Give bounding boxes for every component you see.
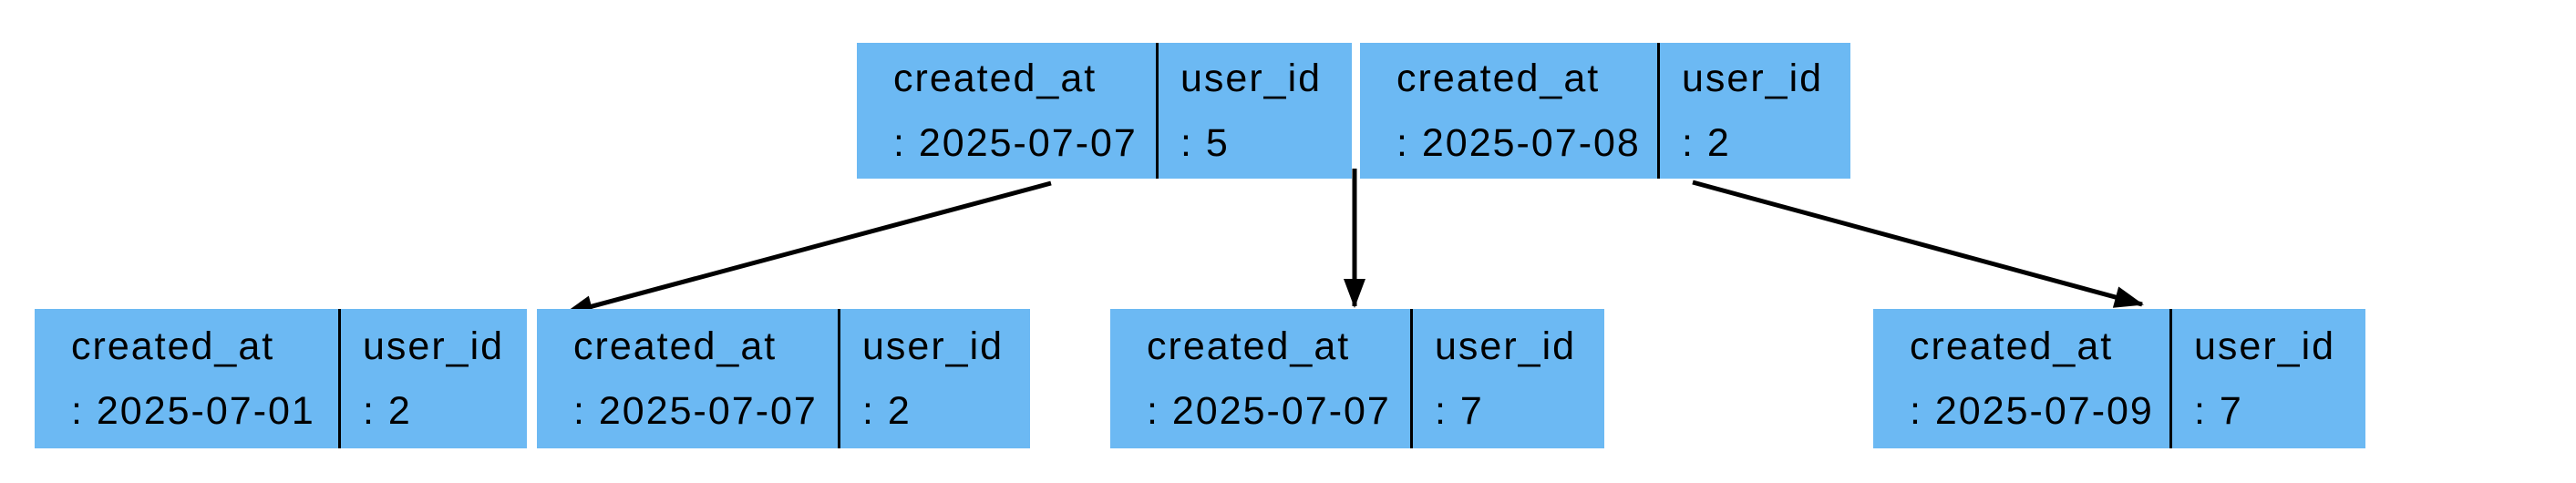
cell-divider	[2169, 309, 2172, 448]
edge-arrow-root-to-leaf-2	[563, 180, 1052, 317]
cell-created-at: created_at : 2025-07-07	[537, 309, 838, 448]
cell-created-at: created_at : 2025-07-01	[35, 309, 338, 448]
cell-user-id: user_id : 7	[1413, 309, 1604, 448]
edge-arrow-root-to-leaf-4	[1692, 180, 2144, 308]
cell-user-id: user_id : 2	[840, 309, 1030, 448]
cell-user-id: user_id : 2	[1660, 43, 1850, 179]
field-name: user_id	[1682, 56, 1824, 100]
btree-node-leaf-1: created_at : 2025-07-01 user_id : 2	[35, 309, 527, 448]
field-value: : 2025-07-07	[893, 120, 1138, 165]
btree-node-leaf-4: created_at : 2025-07-09 user_id : 7	[1873, 309, 2365, 448]
cell-created-at: created_at : 2025-07-09	[1873, 309, 2169, 448]
field-value: : 2025-07-09	[1910, 388, 2154, 433]
field-value: : 2	[862, 388, 912, 433]
field-name: created_at	[573, 324, 778, 368]
cell-divider	[838, 309, 840, 448]
cell-divider	[338, 309, 341, 448]
cell-user-id: user_id : 5	[1159, 43, 1352, 179]
field-value: : 2025-07-07	[1147, 388, 1391, 433]
cell-created-at: created_at : 2025-07-07	[857, 43, 1156, 179]
field-name: user_id	[363, 324, 505, 368]
btree-node-leaf-3: created_at : 2025-07-07 user_id : 7	[1110, 309, 1604, 448]
field-value: : 7	[1435, 388, 1484, 433]
btree-node-root-left-key: created_at : 2025-07-07 user_id : 5	[857, 43, 1352, 179]
field-name: created_at	[1396, 56, 1601, 100]
cell-created-at: created_at : 2025-07-07	[1110, 309, 1410, 448]
field-name: created_at	[71, 324, 275, 368]
btree-node-leaf-2: created_at : 2025-07-07 user_id : 2	[537, 309, 1030, 448]
cell-divider	[1657, 43, 1660, 179]
field-value: : 5	[1180, 120, 1230, 165]
field-value: : 2025-07-08	[1396, 120, 1641, 165]
field-value: : 2	[1682, 120, 1731, 165]
field-name: user_id	[2194, 324, 2336, 368]
field-name: created_at	[893, 56, 1097, 100]
field-value: : 2	[363, 388, 412, 433]
field-name: created_at	[1147, 324, 1351, 368]
field-value: : 7	[2194, 388, 2243, 433]
field-name: user_id	[1435, 324, 1577, 368]
cell-user-id: user_id : 2	[341, 309, 527, 448]
field-name: user_id	[862, 324, 1005, 368]
cell-divider	[1156, 43, 1159, 179]
field-name: user_id	[1180, 56, 1323, 100]
cell-user-id: user_id : 7	[2172, 309, 2365, 448]
cell-divider	[1410, 309, 1413, 448]
btree-node-root-right-key: created_at : 2025-07-08 user_id : 2	[1360, 43, 1850, 179]
field-value: : 2025-07-07	[573, 388, 818, 433]
field-name: created_at	[1910, 324, 2114, 368]
field-value: : 2025-07-01	[71, 388, 315, 433]
cell-created-at: created_at : 2025-07-08	[1360, 43, 1657, 179]
